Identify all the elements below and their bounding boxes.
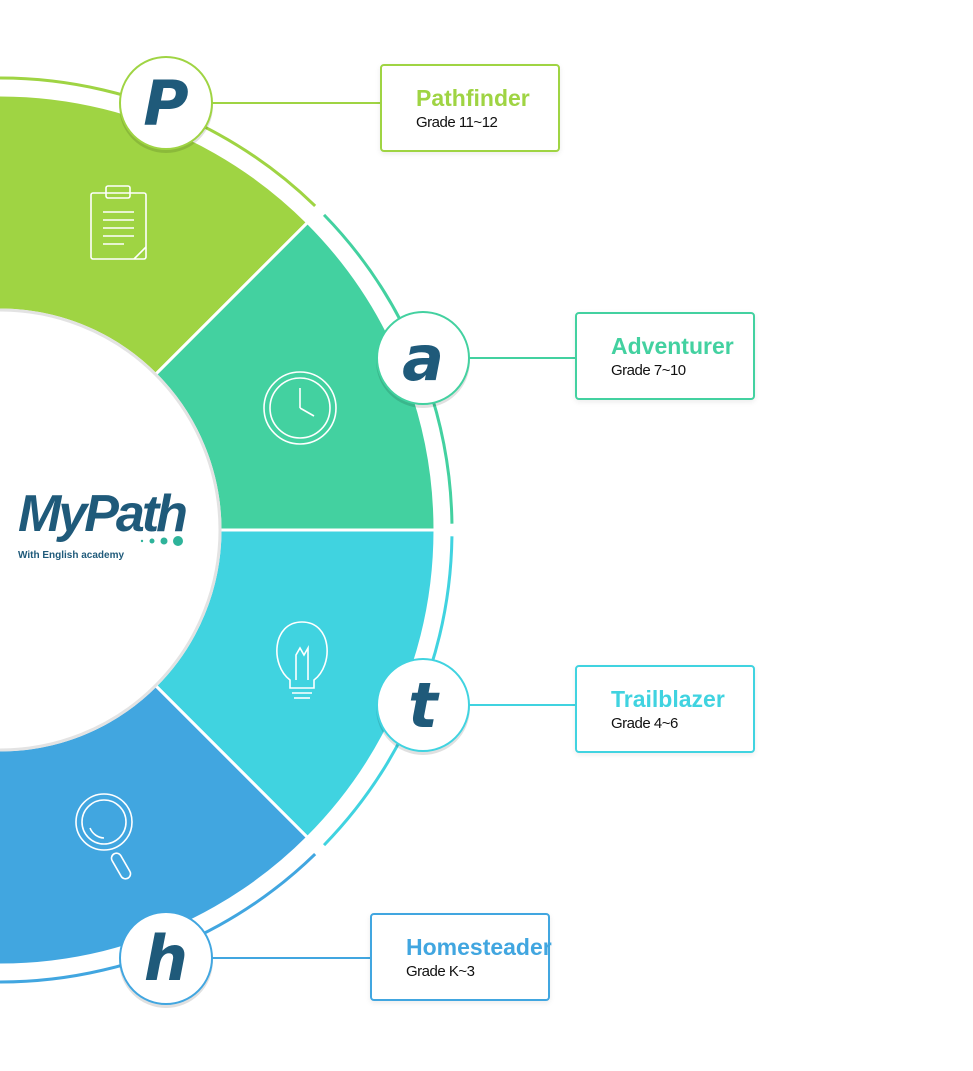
badge-adventurer (376, 311, 470, 405)
lightbulb-icon (276, 621, 328, 699)
clock-icon (263, 371, 337, 445)
logo-dots (140, 536, 183, 546)
logo-wordmark: MyPath (18, 485, 188, 543)
level-card-adventurer: Adventurer Grade 7~10 (575, 312, 755, 400)
badge-homesteader (119, 911, 213, 1005)
badge-pathfinder (119, 56, 213, 150)
logo-tagline: With English academy (18, 550, 125, 561)
badge-trailblazer (376, 658, 470, 752)
center-circle (0, 308, 222, 752)
level-grade: Grade 4~6 (611, 715, 678, 732)
level-title: Homesteader (406, 934, 552, 960)
badge-letter-trailblazer: t (408, 669, 440, 742)
badge-letter-homesteader: h (144, 922, 188, 995)
segment-homesteader (0, 683, 310, 967)
level-grade: Grade 7~10 (611, 362, 686, 379)
segment-pathfinder (0, 93, 310, 377)
mypath-logo: MyPath With English academy (18, 485, 188, 561)
level-grade: Grade 11~12 (416, 114, 498, 131)
badge-letter-adventurer: a (402, 322, 444, 395)
level-card-trailblazer: Trailblazer Grade 4~6 (575, 665, 755, 753)
level-card-homesteader: Homesteader Grade K~3 (370, 913, 552, 1001)
level-title: Pathfinder (416, 85, 530, 111)
clipboard-icon (90, 185, 147, 260)
magnifier-icon (75, 793, 133, 880)
badge-letter-pathfinder: P (143, 67, 188, 140)
level-title: Trailblazer (611, 686, 725, 712)
level-title: Adventurer (611, 333, 734, 359)
level-grade: Grade K~3 (406, 963, 475, 980)
level-card-pathfinder: Pathfinder Grade 11~12 (380, 64, 560, 152)
